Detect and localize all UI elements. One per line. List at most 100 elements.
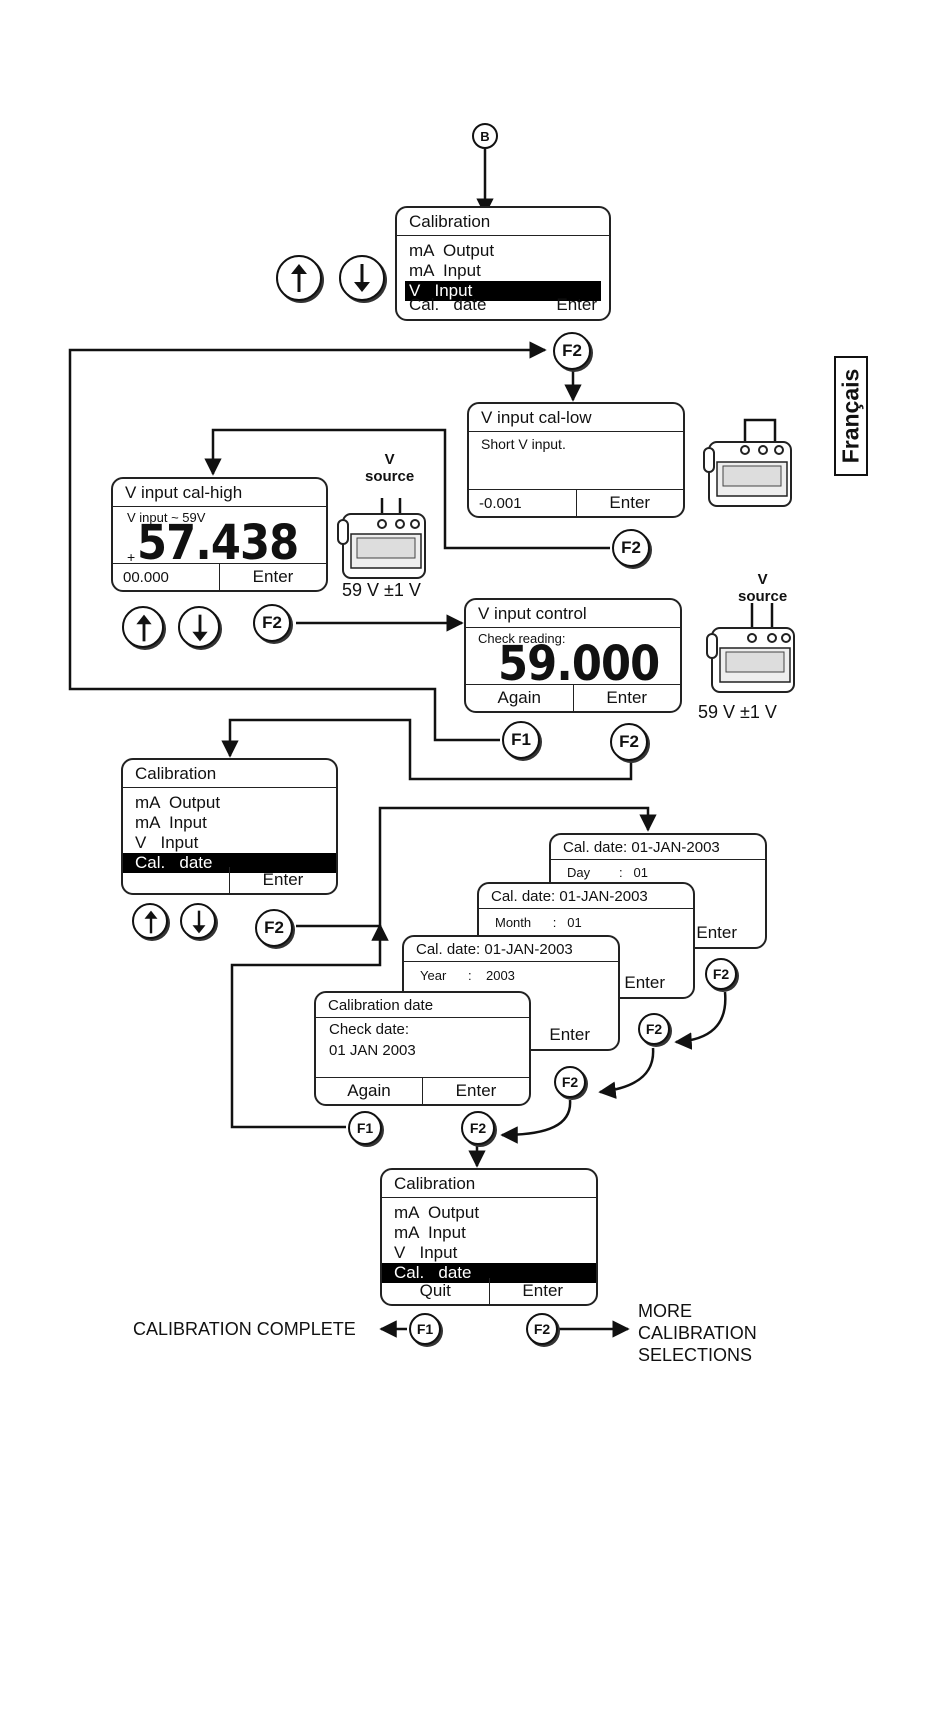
screen-sub: V input ~ 59V	[127, 510, 206, 525]
enter-softkey[interactable]: Enter	[696, 923, 737, 942]
tolerance-label: 59 V ±1 V	[342, 580, 421, 600]
f2-key[interactable]: F2	[253, 604, 291, 642]
reading-value: -0.001	[479, 495, 522, 512]
f2-key[interactable]: F2	[705, 958, 737, 990]
calibrator-device-icon	[703, 438, 795, 508]
more-line-2: CALIBRATION	[638, 1323, 757, 1343]
screen-message: Short V input.	[481, 436, 566, 452]
v-input-cal-high-screen: V input cal-high V input ~ 59V + 57.438 …	[111, 477, 328, 592]
v-input-cal-low-screen: V input cal-low Short V input. -0.001 En…	[467, 402, 685, 518]
calibrator-device-icon	[337, 510, 429, 580]
menu-item-ma-output[interactable]: mA Output	[394, 1203, 480, 1222]
v-source-label: V source	[738, 571, 788, 605]
f2-key-label: F2	[533, 1321, 551, 1337]
menu-item-v-input-selected[interactable]: V Input	[405, 281, 601, 301]
down-arrow-key-icon[interactable]	[178, 606, 220, 648]
screen-title: Calibration	[397, 208, 609, 236]
f2-key[interactable]: F2	[255, 909, 293, 947]
screen-title: Calibration	[123, 760, 336, 788]
enter-softkey[interactable]: Enter	[572, 685, 681, 711]
menu-item-ma-output[interactable]: mA Output	[135, 793, 221, 812]
enter-softkey[interactable]: Enter	[422, 1078, 529, 1104]
f2-key[interactable]: F2	[612, 529, 650, 567]
check-date-label: Check date:	[329, 1021, 410, 1038]
reading-sign: +	[127, 549, 136, 565]
menu-item-cal-date-selected[interactable]: Cal. date	[123, 853, 336, 873]
language-tab-label: Français	[837, 368, 864, 464]
more-line-3: SELECTIONS	[638, 1345, 753, 1365]
up-arrow-key-icon[interactable]	[122, 606, 164, 648]
reading-value: 57.438	[137, 515, 299, 571]
f2-key[interactable]: F2	[638, 1013, 670, 1045]
f2-key-label: F2	[712, 966, 730, 982]
menu-item-cal-date[interactable]: Cal. date	[409, 295, 487, 314]
connector-b: B	[472, 123, 498, 149]
screen-title: Calibration	[382, 1170, 596, 1198]
f2-key[interactable]: F2	[553, 332, 591, 370]
f1-key[interactable]: F1	[409, 1313, 441, 1345]
v-input-control-screen: V input control Check reading: 59.000 Ag…	[464, 598, 682, 713]
reading-value: 59.000	[498, 636, 660, 692]
up-arrow-key-icon[interactable]	[132, 903, 168, 939]
screen-title: Cal. date: 01-JAN-2003	[551, 835, 765, 860]
tolerance-label: 59 V ±1 V	[698, 702, 777, 722]
screen-title: Cal. date: 01-JAN-2003	[479, 884, 693, 909]
calibration-complete-label: CALIBRATION COMPLETE	[133, 1319, 356, 1339]
language-tab: Français	[834, 356, 868, 476]
more-line-1: MORE	[638, 1301, 692, 1321]
screen-title: V input cal-low	[469, 404, 683, 432]
menu-item-v-input[interactable]: V Input	[135, 833, 199, 852]
menu-item-ma-input[interactable]: mA Input	[409, 261, 481, 280]
calibration-menu-bottom: Calibration mA Output mA Input V Input C…	[380, 1168, 598, 1306]
f2-key[interactable]: F2	[461, 1111, 495, 1145]
up-arrow-key-icon[interactable]	[276, 255, 322, 301]
day-field[interactable]: Day : 01	[567, 865, 648, 880]
menu-item-v-input[interactable]: V Input	[394, 1243, 458, 1262]
f1-key-label: F1	[416, 1321, 434, 1337]
empty-softkey	[123, 867, 229, 893]
enter-softkey[interactable]: Enter	[219, 564, 326, 590]
f1-key-label: F1	[356, 1120, 374, 1136]
f1-key[interactable]: F1	[502, 721, 540, 759]
menu-item-ma-input[interactable]: mA Input	[135, 813, 207, 832]
again-softkey[interactable]: Again	[347, 1081, 391, 1100]
screen-title: V input cal-high	[113, 479, 326, 507]
enter-softkey[interactable]: Enter	[549, 1025, 590, 1044]
month-field[interactable]: Month : 01	[495, 915, 582, 930]
calibration-menu-top: Calibration mA Output mA Input V Input C…	[395, 206, 611, 321]
f2-key-label: F2	[645, 1021, 663, 1037]
calibration-date-screen: Calibration date Check date: 01 JAN 2003…	[314, 991, 531, 1106]
year-field[interactable]: Year : 2003	[420, 968, 515, 983]
connector-b-label: B	[480, 128, 490, 144]
f2-key[interactable]: F2	[610, 723, 648, 761]
again-softkey[interactable]: Again	[497, 688, 541, 707]
f1-key-label: F1	[511, 730, 531, 749]
f2-key-label: F2	[264, 918, 284, 937]
enter-softkey[interactable]: Enter	[556, 295, 597, 314]
screen-title: Cal. date: 01-JAN-2003	[404, 937, 618, 962]
calibrator-device-icon	[706, 624, 798, 694]
screen-sub: Check reading:	[478, 631, 566, 646]
f2-key[interactable]: F2	[554, 1066, 586, 1098]
f2-key[interactable]: F2	[526, 1313, 558, 1345]
down-arrow-key-icon[interactable]	[339, 255, 385, 301]
menu-item-ma-output[interactable]: mA Output	[409, 241, 495, 260]
quit-softkey[interactable]: Quit	[419, 1281, 451, 1300]
enter-softkey[interactable]: Enter	[229, 867, 336, 893]
more-calibration-selections-label: MORE CALIBRATION SELECTIONS	[638, 1300, 757, 1366]
check-date-value: 01 JAN 2003	[329, 1042, 416, 1059]
enter-softkey[interactable]: Enter	[575, 490, 684, 516]
f2-key-label: F2	[619, 732, 639, 751]
f2-key-label: F2	[469, 1120, 487, 1136]
menu-item-ma-input[interactable]: mA Input	[394, 1223, 466, 1242]
menu-item-cal-date-selected[interactable]: Cal. date	[382, 1263, 596, 1283]
v-source-label: V source	[365, 451, 415, 485]
enter-softkey[interactable]: Enter	[624, 973, 665, 992]
screen-title: Calibration date	[316, 993, 529, 1018]
f2-key-label: F2	[262, 613, 282, 632]
calibration-menu-mid: Calibration mA Output mA Input V Input C…	[121, 758, 338, 895]
enter-softkey[interactable]: Enter	[488, 1278, 597, 1304]
down-arrow-key-icon[interactable]	[180, 903, 216, 939]
screen-title: V input control	[466, 600, 680, 628]
f1-key[interactable]: F1	[348, 1111, 382, 1145]
